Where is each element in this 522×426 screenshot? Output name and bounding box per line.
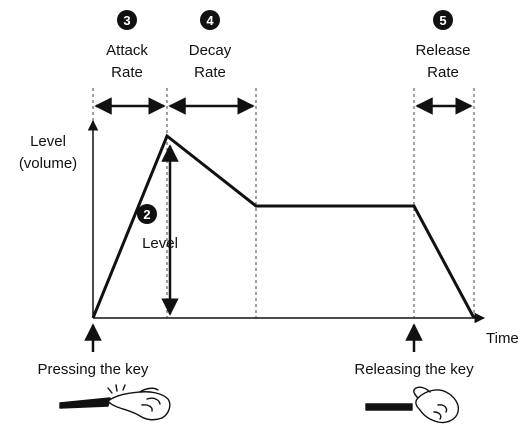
pressing-key-label: Pressing the key [38, 361, 149, 378]
release-rate-label-line1: Release [415, 42, 470, 59]
decay-rate-label-line1: Decay [189, 42, 232, 59]
release-rate-label-line2: Rate [427, 64, 459, 81]
svg-text:5: 5 [439, 13, 446, 28]
attack-marker: 3 [117, 10, 137, 30]
level-axis-label-line1: Level [30, 133, 66, 150]
releasing-key-label: Releasing the key [354, 361, 474, 378]
time-axis-label: Time [486, 330, 519, 347]
svg-text:3: 3 [123, 13, 130, 28]
attack-rate-label-line1: Attack [106, 42, 148, 59]
finger-pressing-key-icon [59, 384, 171, 421]
decay-rate-label-line2: Rate [194, 64, 226, 81]
attack-rate-label-line2: Rate [111, 64, 143, 81]
svg-text:4: 4 [206, 13, 214, 28]
phase-guides [92, 88, 475, 318]
level-axis-label-line2: (volume) [19, 155, 77, 172]
decay-marker: 4 [200, 10, 220, 30]
finger-releasing-key-icon [365, 386, 460, 424]
level-marker-label: Level [142, 235, 178, 252]
release-marker: 5 [433, 10, 453, 30]
envelope-curve [91, 133, 476, 319]
svg-text:2: 2 [143, 207, 150, 222]
level-marker: 2 [137, 204, 157, 224]
